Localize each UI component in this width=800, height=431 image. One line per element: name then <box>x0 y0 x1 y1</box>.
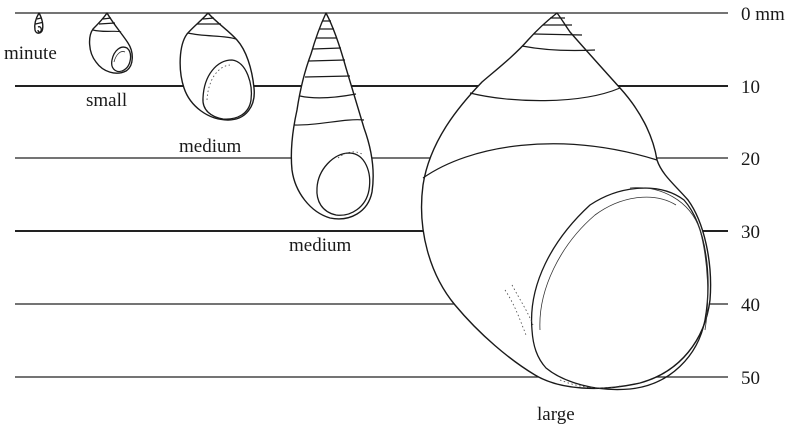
medium-shell-2 <box>291 13 373 219</box>
label-small: small <box>86 90 127 111</box>
label-large: large <box>537 404 575 425</box>
scale-label-50: 50 <box>741 368 760 389</box>
scale-label-0: 0 mm <box>741 4 785 25</box>
medium-shell-1 <box>180 13 254 120</box>
label-minute: minute <box>4 43 57 64</box>
label-medium-2: medium <box>289 235 351 256</box>
large-shell <box>422 13 711 390</box>
minute-shell <box>35 13 43 33</box>
scale-labels: 0 mm 10 20 30 40 50 <box>741 4 785 389</box>
label-medium-1: medium <box>179 136 241 157</box>
scale-label-10: 10 <box>741 77 760 98</box>
scale-label-20: 20 <box>741 149 760 170</box>
scale-label-30: 30 <box>741 222 760 243</box>
scale-label-40: 40 <box>741 295 760 316</box>
small-shell <box>90 13 133 73</box>
